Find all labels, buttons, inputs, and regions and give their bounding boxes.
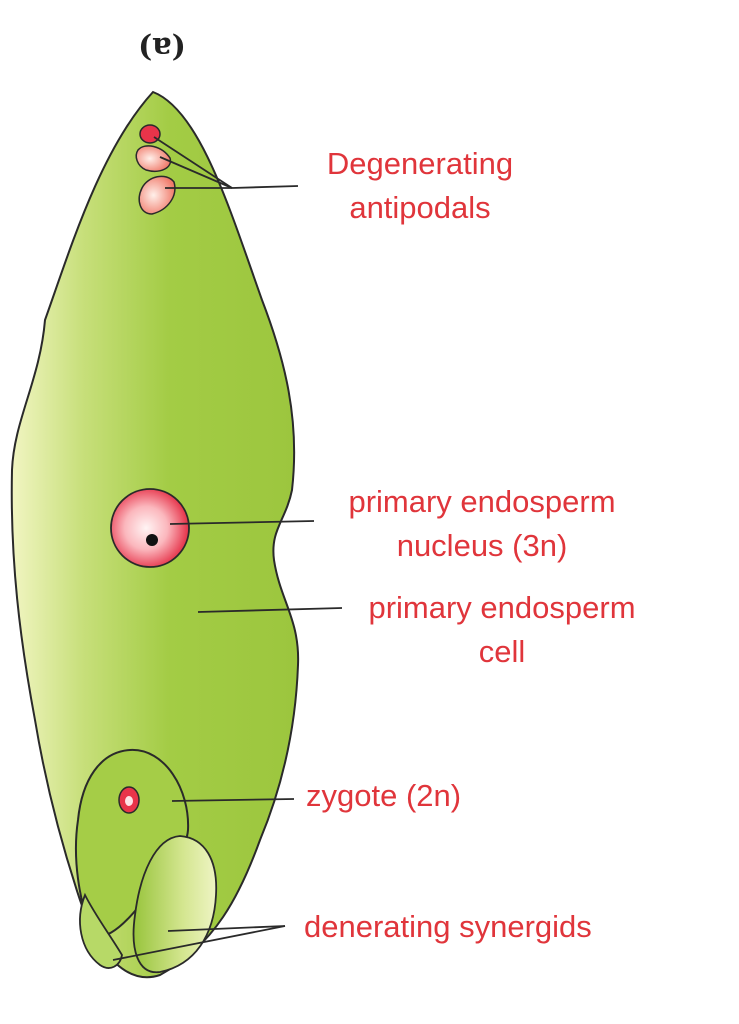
label-synergids: denerating synergids: [304, 905, 592, 949]
zygote-cell: [74, 748, 190, 937]
label-primary-endosperm-cell: primary endosperm cell: [332, 586, 672, 674]
zygote-nucleus: [118, 786, 140, 814]
label-antipodals: Degenerating antipodals: [300, 142, 540, 230]
label-pec-line1: primary endosperm: [368, 590, 636, 625]
label-pen-line2: nucleus (3n): [396, 528, 568, 563]
label-zygote-text: zygote (2n): [306, 778, 462, 813]
label-pec-line2: cell: [478, 634, 526, 669]
label-zygote: zygote (2n): [306, 774, 461, 818]
label-antipodals-line2: antipodals: [349, 190, 491, 225]
synergid-cells: [79, 835, 218, 973]
primary-endosperm-nucleus: [110, 488, 190, 568]
antipodal-cells: [135, 124, 176, 215]
label-antipodals-line1: Degenerating: [326, 146, 514, 181]
label-pen-line1: primary endosperm: [348, 484, 616, 519]
leader-lines: [112, 136, 343, 961]
label-primary-endosperm-nucleus: primary endosperm nucleus (3n): [312, 480, 652, 568]
label-synergids-text: denerating synergids: [304, 909, 592, 944]
